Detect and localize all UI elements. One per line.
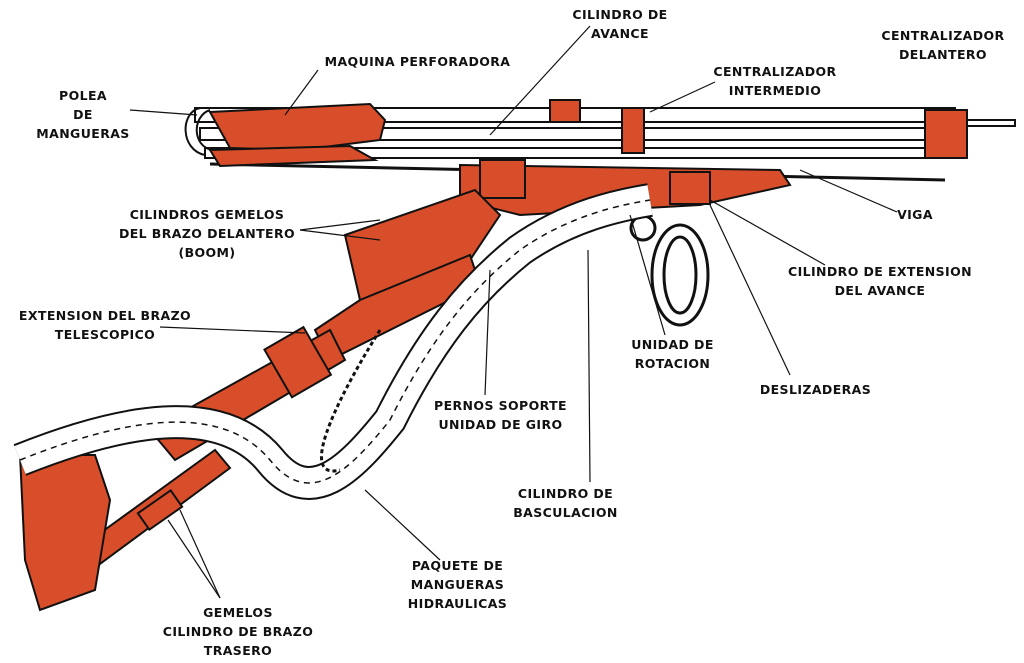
base-bracket [18,454,112,612]
rock-drill-machine [208,99,581,168]
hydraulic-hose-bundle [13,183,653,500]
leader-lines [129,25,898,599]
intermediate-centralizer [621,107,645,154]
hose-pulley [184,107,213,156]
telescopic-boom [148,188,502,462]
front-centralizer [924,109,968,159]
label-viga: VIGA [897,207,933,222]
label-maquina-perforadora: MAQUINA PERFORADORA [324,54,511,69]
label-deslizaderas: DESLIZADERAS [759,382,872,397]
rotation-unit [629,214,710,327]
